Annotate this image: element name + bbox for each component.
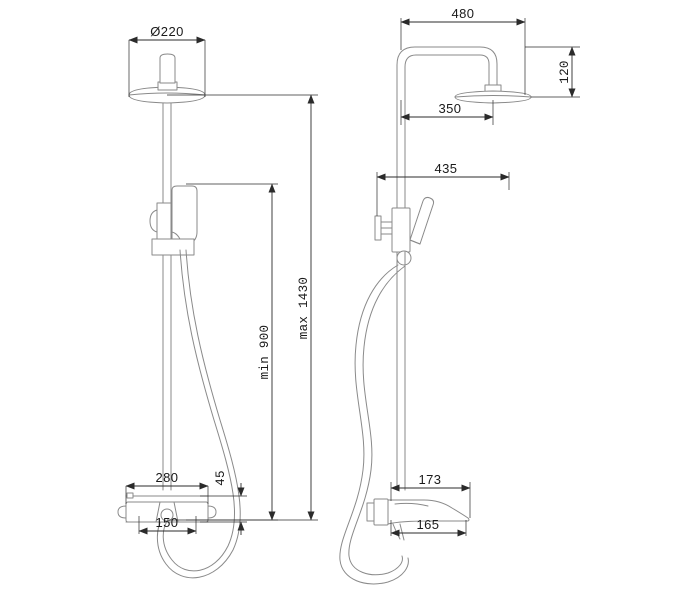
dim-mixer-width: 280	[125, 470, 209, 504]
side-riser-lower	[396, 251, 406, 491]
dim-head-drop: 120	[525, 46, 580, 98]
side-shower-hose	[339, 264, 409, 585]
front-thermostatic-mixer	[117, 492, 217, 523]
dim-label-mixer-depth: 173	[419, 472, 442, 487]
side-thermostatic-mixer	[366, 498, 470, 541]
dim-label-spout-depth: 165	[417, 517, 440, 532]
dim-label-max-height: max 1430	[297, 277, 311, 339]
front-hand-shower	[149, 185, 198, 256]
dim-label-arm-reach: 350	[439, 101, 462, 116]
dim-mixer-height: 45	[200, 470, 247, 535]
dim-arm-overall: 480	[400, 6, 526, 95]
dim-label-handset-reach: 435	[435, 161, 458, 176]
dim-label-min-height: min 900	[258, 325, 272, 380]
dim-arm-reach: 350	[400, 100, 494, 125]
front-riser-pipe	[162, 102, 172, 491]
dim-label-mixer-width: 280	[156, 470, 179, 485]
dim-label-inlet-centers: 150	[156, 515, 179, 530]
front-view-group: Ø220 max 1430 min 900 280 15	[117, 24, 318, 579]
dim-label-arm-overall: 480	[452, 6, 475, 21]
dim-label-head-drop: 120	[558, 60, 572, 83]
side-riser-arm	[396, 46, 498, 491]
dim-inlet-centers: 150	[138, 515, 197, 535]
dim-head-diameter: Ø220	[128, 24, 206, 97]
dim-label-mixer-height: 45	[214, 470, 228, 486]
side-hand-shower	[374, 196, 435, 266]
dim-mixer-depth: 173	[390, 472, 471, 518]
dim-label-head-diameter: Ø220	[150, 24, 183, 39]
dim-handset-reach: 435	[376, 161, 510, 216]
dim-min-height: min 900	[186, 183, 278, 521]
dim-spout-depth: 165	[390, 517, 467, 537]
side-view-group: 480 350 120 435 173	[339, 6, 580, 585]
